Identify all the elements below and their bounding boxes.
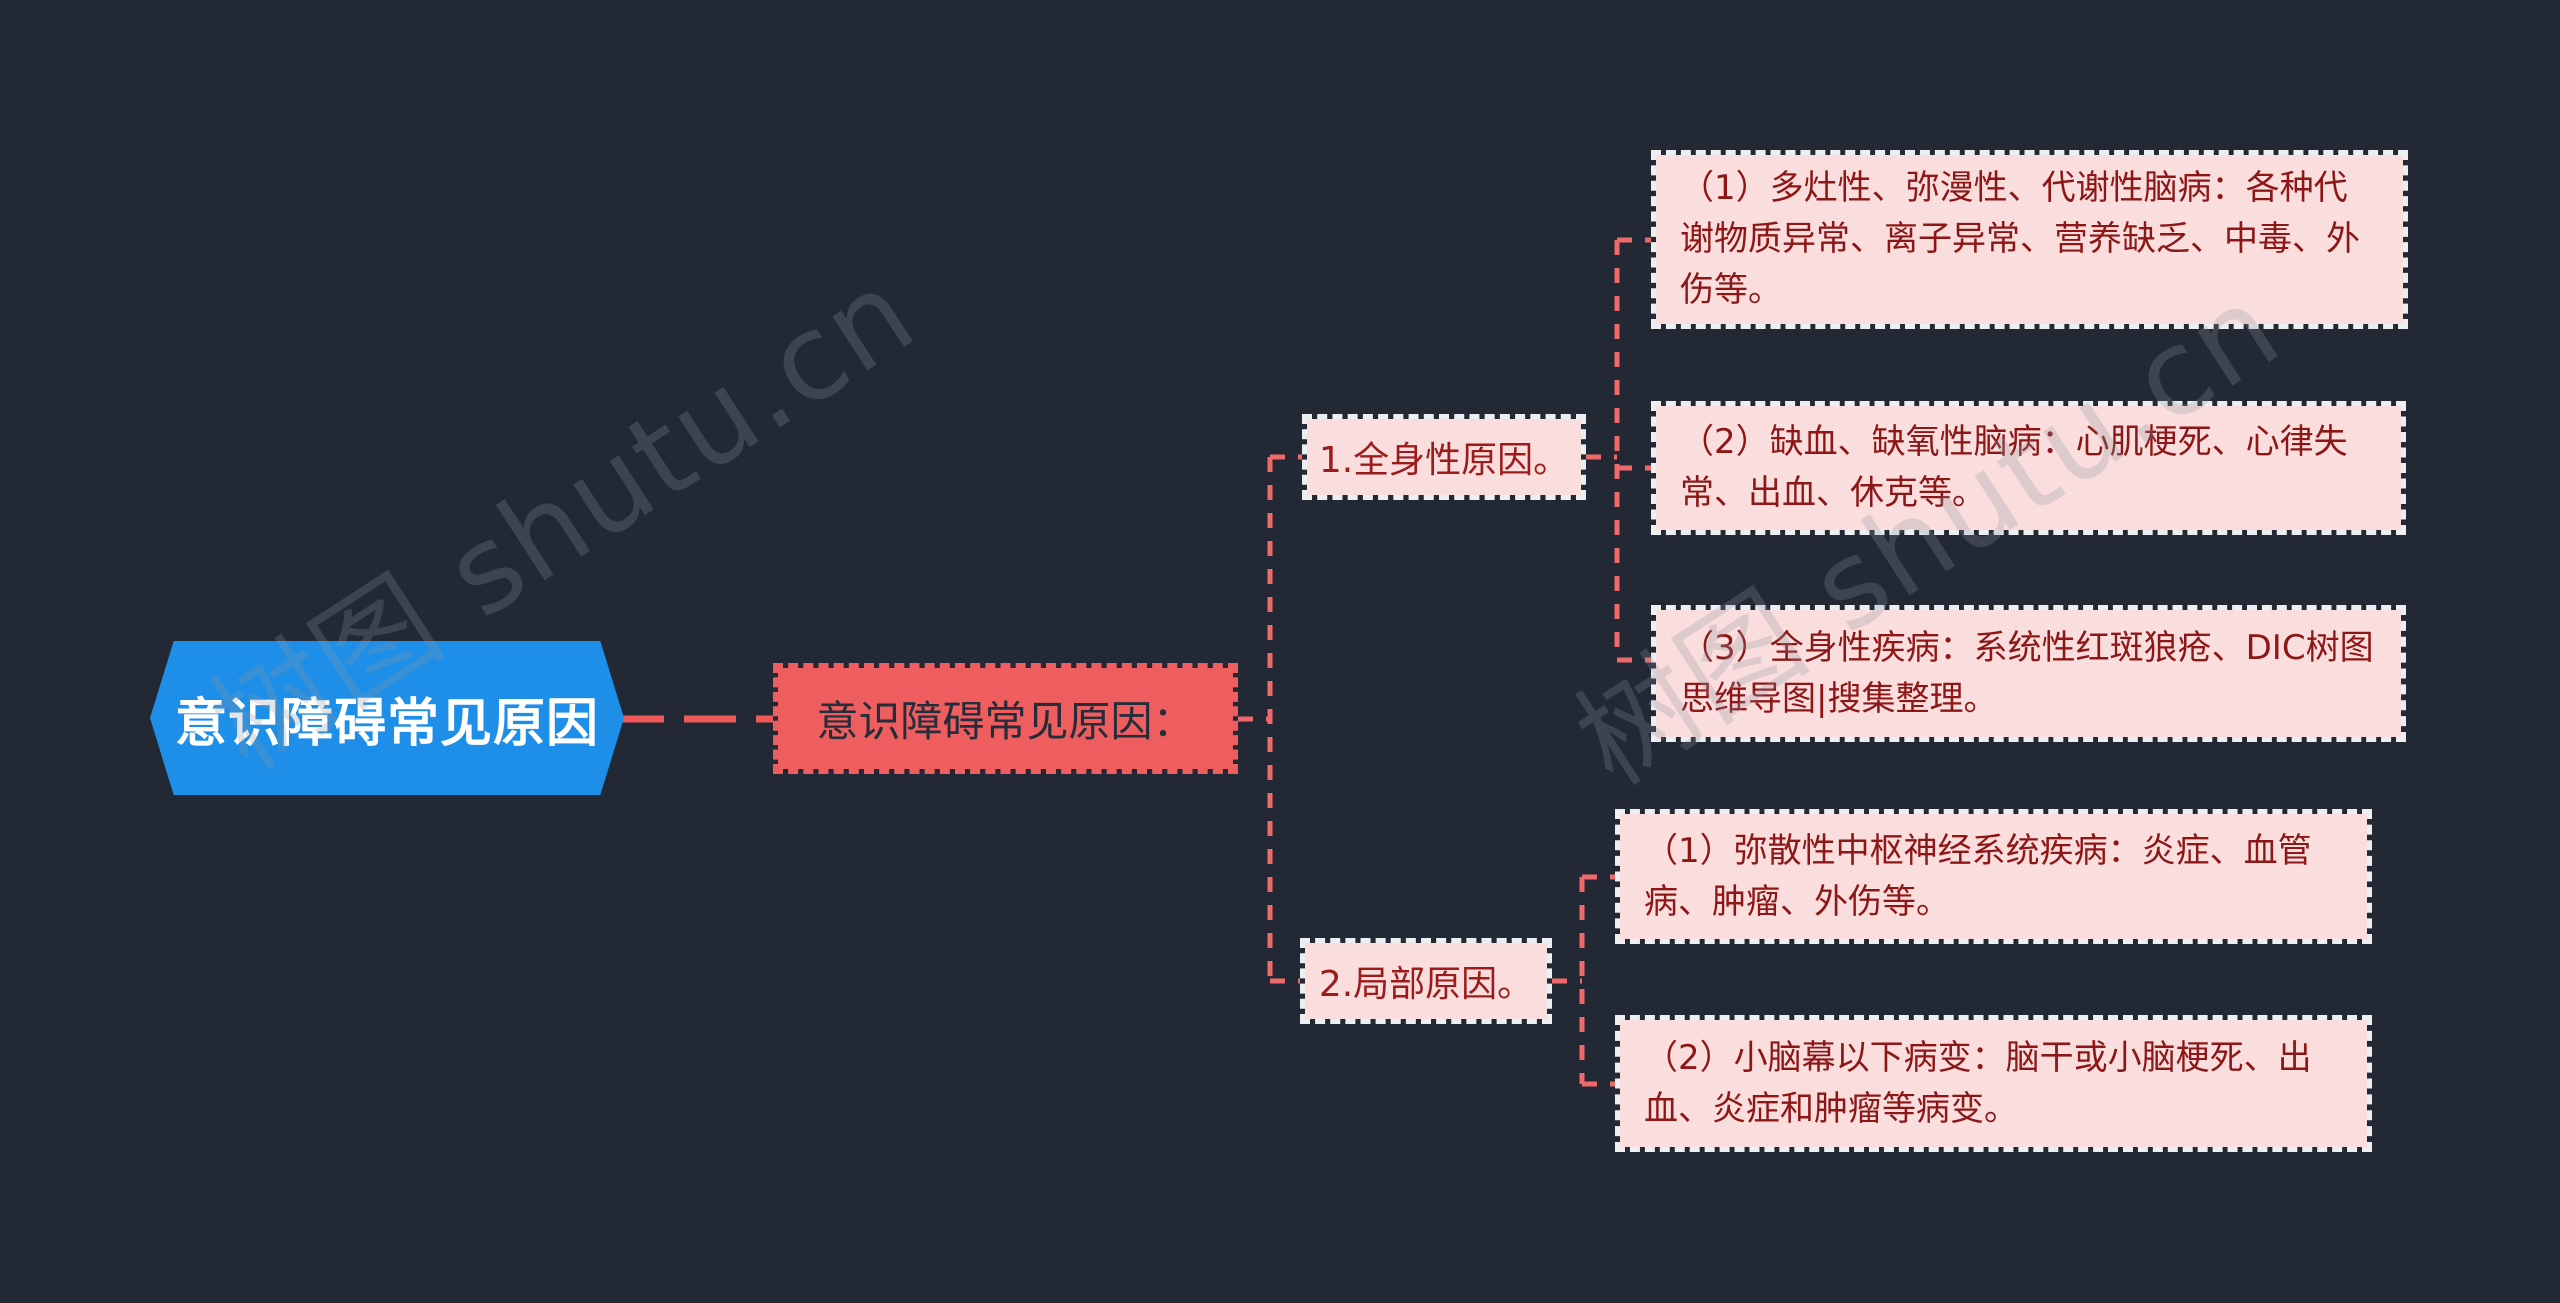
leaf-node-text: （2）小脑幕以下病变：脑干或小脑梗死、出血、炎症和肿瘤等病变。 [1644, 1037, 2312, 1129]
root-node[interactable]: 意识障碍常见原因 [150, 641, 624, 795]
branch-node-label: 2.局部原因。 [1318, 964, 1534, 1005]
leaf-node-ischemic-hypoxic-encephalopathy[interactable]: （2）缺血、缺氧性脑病：心肌梗死、心律失常、出血、休克等。 [1651, 401, 2406, 535]
leaf-node-text: （3）全身性疾病：系统性红斑狼疮、DIC树图思维导图|搜集整理。 [1680, 627, 2374, 719]
leaf-node-systemic-diseases[interactable]: （3）全身性疾病：系统性红斑狼疮、DIC树图思维导图|搜集整理。 [1651, 605, 2406, 742]
leaf-node-text: （2）缺血、缺氧性脑病：心肌梗死、心律失常、出血、休克等。 [1680, 422, 2348, 513]
central-topic-label: 意识障碍常见原因： [816, 697, 1195, 746]
central-topic-node[interactable]: 意识障碍常见原因： [773, 663, 1238, 774]
leaf-node-text: （1）弥散性中枢神经系统疾病：炎症、血管病、肿瘤、外伤等。 [1644, 830, 2312, 922]
branch-node-local-causes[interactable]: 2.局部原因。 [1300, 938, 1552, 1024]
branch-node-label: 1.全身性原因。 [1318, 440, 1570, 481]
branch-node-systemic-causes[interactable]: 1.全身性原因。 [1302, 414, 1586, 500]
root-node-label: 意识障碍常见原因 [174, 693, 599, 754]
leaf-node-text: （1）多灶性、弥漫性、代谢性脑病：各种代谢物质异常、离子异常、营养缺乏、中毒、外… [1680, 168, 2360, 310]
leaf-node-diffuse-cns-diseases[interactable]: （1）弥散性中枢神经系统疾病：炎症、血管病、肿瘤、外伤等。 [1615, 809, 2372, 944]
leaf-node-metabolic-encephalopathy[interactable]: （1）多灶性、弥漫性、代谢性脑病：各种代谢物质异常、离子异常、营养缺乏、中毒、外… [1651, 150, 2408, 329]
leaf-node-infratentorial-lesions[interactable]: （2）小脑幕以下病变：脑干或小脑梗死、出血、炎症和肿瘤等病变。 [1615, 1015, 2372, 1152]
